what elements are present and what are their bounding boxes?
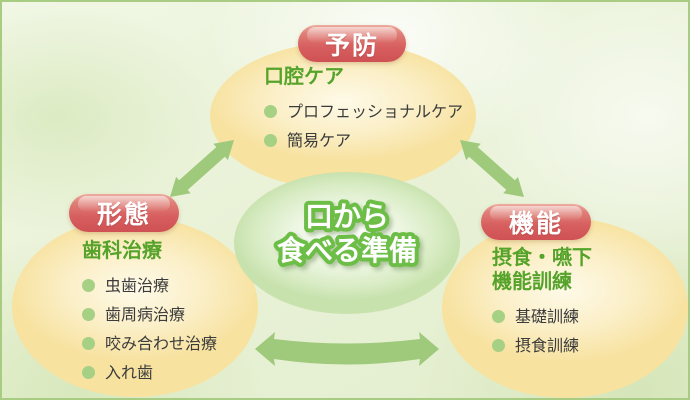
form-content: 歯科治療 虫歯治療 歯周病治療 咬み合わせ治療 入れ歯	[82, 238, 267, 387]
prevention-item-list: プロフェッショナルケア 簡易ケア	[264, 97, 469, 155]
bullet-icon	[492, 310, 505, 323]
prevention-content: 口腔ケア プロフェッショナルケア 簡易ケア	[264, 64, 469, 155]
list-item-label: プロフェッショナルケア	[287, 102, 464, 121]
list-item: 入れ歯	[82, 358, 267, 387]
prevention-badge-label: 予防	[324, 30, 379, 60]
bullet-icon	[492, 339, 505, 352]
center-label: 口から 食べる準備	[273, 196, 421, 271]
prevention-badge: 予防	[298, 25, 406, 62]
function-ellipse	[442, 218, 688, 398]
center-ellipse: 口から 食べる準備	[234, 172, 460, 314]
list-item: 基礎訓練	[492, 302, 662, 331]
list-item: 摂食訓練	[492, 331, 662, 360]
form-item-list: 虫歯治療 歯周病治療 咬み合わせ治療 入れ歯	[82, 271, 267, 387]
bullet-icon	[82, 366, 95, 379]
form-badge: 形態	[69, 194, 179, 232]
function-heading-line1: 摂食・嚥下	[492, 245, 592, 269]
form-badge-label: 形態	[96, 200, 151, 229]
double-arrow-prevention-function-icon	[452, 132, 532, 207]
list-item-label: 虫歯治療	[105, 276, 170, 295]
list-item: 簡易ケア	[264, 126, 469, 155]
bullet-icon	[264, 105, 277, 118]
double-arrow-prevention-form-icon	[162, 132, 242, 207]
prevention-ellipse	[210, 42, 476, 190]
list-item: 咬み合わせ治療	[82, 329, 267, 358]
bullet-icon	[264, 134, 277, 147]
list-item: 歯周病治療	[82, 300, 267, 329]
prevention-heading: 口腔ケア	[264, 64, 344, 88]
bullet-icon	[82, 279, 95, 292]
list-item: プロフェッショナルケア	[264, 97, 469, 126]
bullet-icon	[82, 337, 95, 350]
list-item-label: 咬み合わせ治療	[105, 334, 218, 353]
double-arrow-form-function-icon	[247, 317, 447, 377]
form-ellipse	[12, 217, 258, 397]
list-item-label: 入れ歯	[105, 363, 154, 382]
function-heading: 摂食・嚥下 機能訓練	[492, 245, 662, 293]
function-badge-label: 機能	[508, 209, 563, 238]
function-heading-line2: 機能訓練	[492, 269, 572, 293]
list-item-label: 基礎訓練	[515, 307, 580, 326]
list-item-label: 簡易ケア	[287, 131, 352, 150]
function-badge: 機能	[481, 204, 591, 240]
function-item-list: 基礎訓練 摂食訓練	[492, 302, 662, 360]
form-heading: 歯科治療	[82, 238, 162, 262]
list-item: 虫歯治療	[82, 271, 267, 300]
function-content: 摂食・嚥下 機能訓練 基礎訓練 摂食訓練	[492, 245, 662, 360]
bullet-icon	[82, 308, 95, 321]
list-item-label: 歯周病治療	[105, 305, 186, 324]
center-label-line2: 食べる準備	[277, 234, 417, 267]
center-label-line1: 口から	[305, 200, 389, 233]
list-item-label: 摂食訓練	[515, 336, 580, 355]
